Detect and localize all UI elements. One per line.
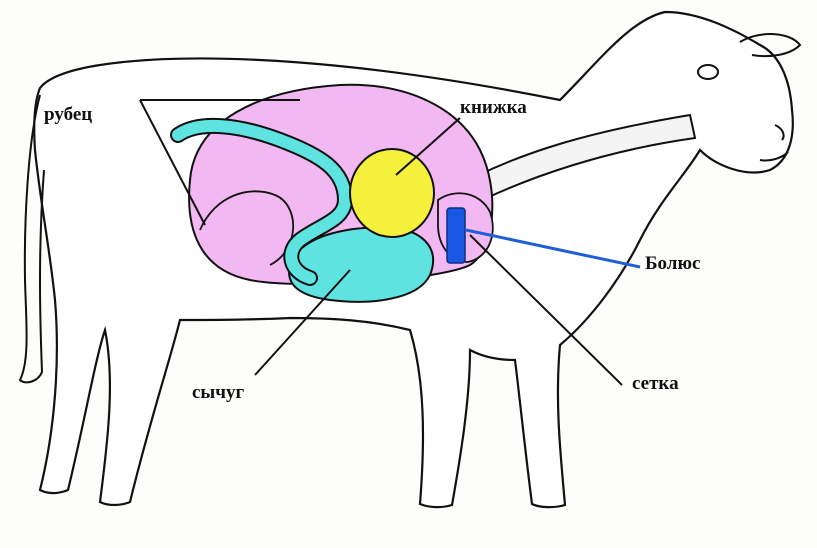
omasum-label: книжка [460, 97, 527, 119]
abomasum-label: сычуг [192, 382, 244, 404]
bolus-label: Болюс [645, 253, 700, 275]
reticulum-label: сетка [632, 373, 679, 395]
rumen-label: рубец [44, 104, 92, 126]
bolus-shape [447, 208, 465, 263]
omasum-shape [350, 149, 434, 237]
